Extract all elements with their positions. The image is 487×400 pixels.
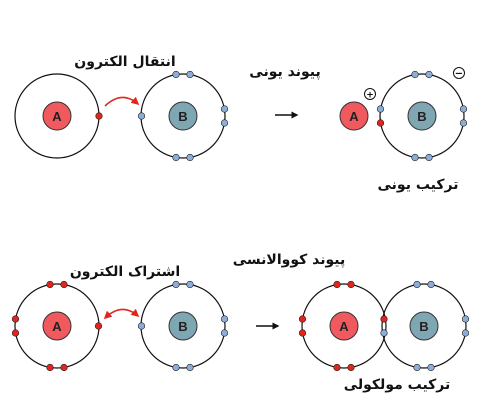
ionic-product-label: ترکیب یونی bbox=[378, 177, 459, 193]
electron bbox=[220, 315, 229, 323]
anion-b-shell bbox=[379, 73, 465, 159]
atom-b-electrons bbox=[137, 280, 229, 372]
electron bbox=[94, 322, 103, 330]
electron bbox=[347, 280, 355, 289]
curved-arrow-icon bbox=[104, 96, 140, 107]
electron bbox=[459, 119, 468, 127]
atom-b-label: B bbox=[178, 319, 187, 334]
molecule-b-nucleus bbox=[409, 311, 439, 341]
atom-b-label: B bbox=[178, 109, 187, 124]
electron bbox=[347, 363, 355, 372]
cation-a-nucleus bbox=[339, 101, 369, 131]
cation-a-label: A bbox=[349, 109, 359, 124]
minus-sign: − bbox=[455, 69, 463, 80]
double-curved-arrow-icon bbox=[103, 308, 140, 320]
transferred-electron bbox=[376, 119, 385, 127]
atom-b-nucleus bbox=[168, 101, 198, 131]
electron bbox=[425, 70, 433, 79]
electron bbox=[137, 112, 146, 120]
electron bbox=[413, 280, 421, 289]
electron bbox=[376, 105, 385, 113]
plus-sign-icon bbox=[364, 88, 376, 100]
atom-b-nucleus bbox=[168, 311, 198, 341]
anion-b-electrons bbox=[376, 70, 468, 162]
atom-b-electrons bbox=[137, 70, 229, 162]
anion-b-nucleus bbox=[407, 101, 437, 131]
covalent-product: A B ترکیب مولکولی bbox=[298, 280, 470, 393]
electron bbox=[220, 119, 229, 127]
electron bbox=[186, 280, 194, 289]
covalent-bond-label: پیوند کووالانسی bbox=[233, 252, 345, 268]
electron bbox=[186, 363, 194, 372]
electron bbox=[186, 70, 194, 79]
transfer-label: انتقال الکترون bbox=[74, 54, 175, 70]
electron bbox=[172, 280, 180, 289]
electron bbox=[60, 280, 68, 289]
electron bbox=[298, 315, 307, 323]
electron bbox=[298, 329, 307, 337]
molecule-b-label: B bbox=[419, 319, 428, 334]
electron bbox=[172, 153, 180, 162]
electron bbox=[95, 112, 103, 120]
electron bbox=[427, 280, 435, 289]
plus-sign: + bbox=[366, 91, 374, 101]
atom-a-label: A bbox=[52, 319, 62, 334]
electron bbox=[413, 363, 421, 372]
electron bbox=[172, 70, 180, 79]
ionic-bond-label: پیوند یونی bbox=[249, 64, 320, 80]
ionic-reactants: A B انتقال الکترون bbox=[14, 54, 229, 162]
electron bbox=[333, 363, 341, 372]
electron bbox=[46, 280, 54, 289]
electron bbox=[11, 315, 20, 323]
electron bbox=[425, 153, 433, 162]
atom-a-nucleus bbox=[42, 101, 72, 131]
atom-a-electrons bbox=[11, 280, 103, 372]
ionic-product: A + B − ترکیب یونی bbox=[339, 67, 468, 193]
electron bbox=[220, 105, 229, 113]
electron bbox=[411, 153, 419, 162]
molecule-a-nucleus bbox=[329, 311, 359, 341]
electron bbox=[186, 153, 194, 162]
atom-a-nucleus bbox=[42, 311, 72, 341]
electron bbox=[427, 363, 435, 372]
covalent-reactants: A B bbox=[11, 280, 229, 372]
electron bbox=[60, 363, 68, 372]
molecule-electrons bbox=[298, 280, 470, 372]
electron bbox=[172, 363, 180, 372]
electron bbox=[46, 363, 54, 372]
electron bbox=[459, 105, 468, 113]
anion-b-label: B bbox=[417, 109, 426, 124]
molecule-a-label: A bbox=[339, 319, 349, 334]
minus-sign-icon bbox=[453, 67, 465, 79]
electron bbox=[411, 70, 419, 79]
molecule-b-shell bbox=[381, 283, 467, 369]
atom-a-label: A bbox=[52, 109, 62, 124]
electron bbox=[333, 280, 341, 289]
electron bbox=[461, 329, 470, 337]
electron bbox=[11, 329, 20, 337]
electron bbox=[137, 322, 146, 330]
sharing-label: اشتراک الکترون bbox=[70, 264, 180, 280]
shared-electron bbox=[380, 329, 388, 337]
molecule-a-shell bbox=[301, 283, 387, 369]
shared-electron bbox=[380, 315, 388, 323]
electron bbox=[220, 329, 229, 337]
electron bbox=[461, 315, 470, 323]
molecular-product-label: ترکیب مولکولی bbox=[344, 377, 451, 393]
